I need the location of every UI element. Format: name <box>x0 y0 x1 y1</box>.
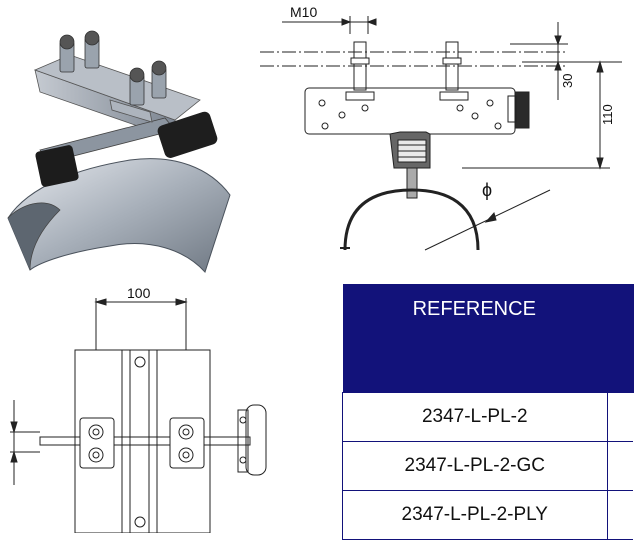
bolt-block-right <box>169 417 205 469</box>
dim-110-label: 110 <box>600 104 615 125</box>
bolt-left <box>353 41 367 91</box>
diameter-symbol: ϕ <box>482 180 492 200</box>
reference-code: 2347-L-PL-2-GC <box>342 441 608 491</box>
top-view-drawing: 100 <box>10 285 267 533</box>
front-view-drawing: M10 30 110 ϕ <box>260 4 622 251</box>
reference-code: 2347-L-PL-2-PLY <box>342 490 608 540</box>
dim-30-label: 30 <box>560 74 575 88</box>
reference-header: REFERENCE <box>342 284 608 393</box>
rod <box>39 436 251 446</box>
rubber-block-left <box>35 145 79 187</box>
rubber-block-right <box>157 111 218 158</box>
end-cap <box>245 404 267 476</box>
side-block <box>514 91 530 129</box>
isometric-view <box>7 30 231 273</box>
table-row: 2347-L-PL-2-GC <box>342 441 633 491</box>
bolt-right <box>445 41 459 91</box>
header-spacer <box>607 284 634 393</box>
bolt-group <box>59 30 167 106</box>
cradle-shell <box>7 158 231 273</box>
reference-table: REFERENCE 2347-L-PL-2 2347-L-PL-2-GC 234… <box>342 284 634 540</box>
row-spacer <box>607 490 633 540</box>
clamp-plate <box>304 87 516 135</box>
row-spacer <box>607 392 633 442</box>
cradle-arc <box>343 188 480 251</box>
bolt-block-left <box>79 417 115 469</box>
table-row: 2347-L-PL-2-PLY <box>342 490 633 540</box>
cradle-inner <box>7 202 61 271</box>
reference-code: 2347-L-PL-2 <box>342 392 608 442</box>
thread-size-label: M10 <box>290 4 317 20</box>
table-row: 2347-L-PL-2 <box>342 392 633 442</box>
row-spacer <box>607 441 633 491</box>
spacing-label: 100 <box>127 285 151 301</box>
